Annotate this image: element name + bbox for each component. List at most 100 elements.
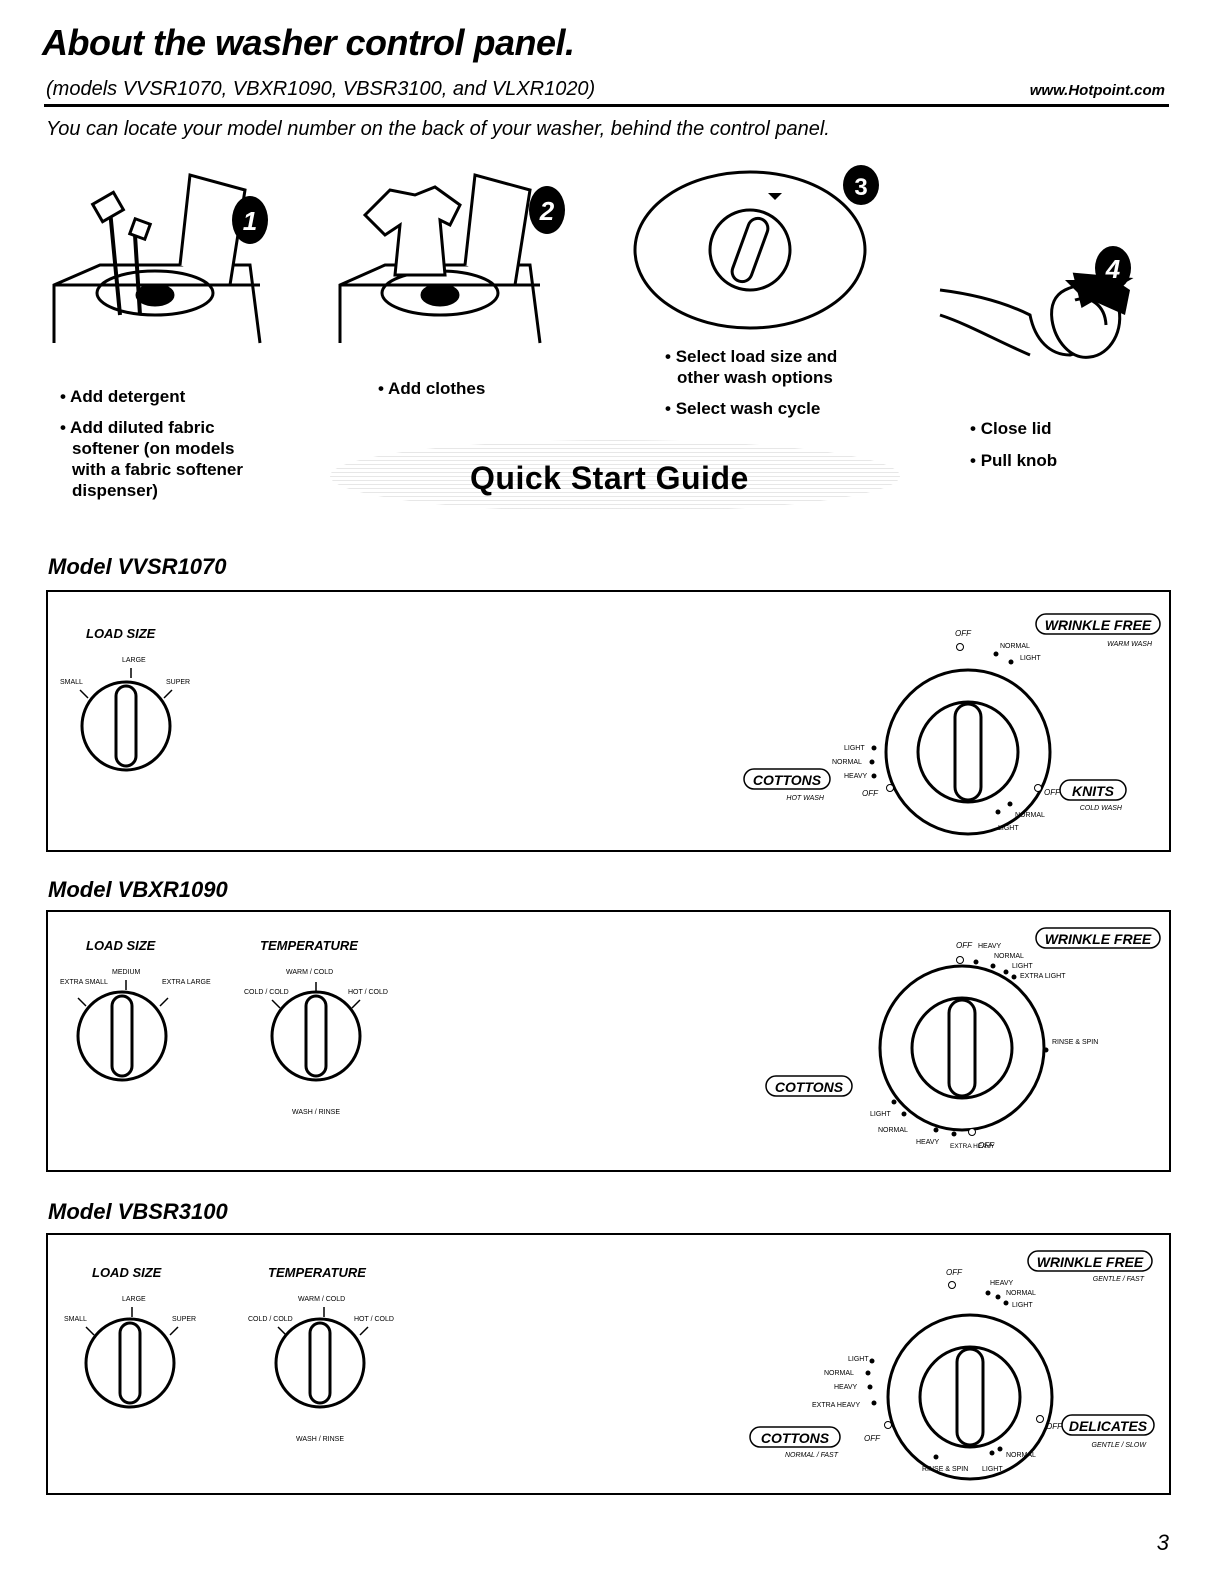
- setting-label: EXTRA LIGHT: [1020, 973, 1066, 980]
- setting-label: NORMAL: [994, 953, 1024, 960]
- off-indicator: [1034, 784, 1042, 792]
- knob-setting-label: SMALL: [64, 1316, 87, 1323]
- setting-label: NORMAL: [878, 1127, 908, 1134]
- off-label: OFF: [1044, 788, 1061, 797]
- setting-label: NORMAL: [1006, 1290, 1036, 1297]
- off-indicator: [948, 1281, 956, 1289]
- setting-dot: [997, 1446, 1003, 1452]
- load-size-knob[interactable]: [76, 980, 169, 1082]
- list-item: • Add clothes: [378, 379, 486, 398]
- setting-label: NORMAL: [1000, 643, 1030, 650]
- list-item: • Pull knob: [970, 451, 1058, 470]
- models-subtitle: (models VVSR1070, VBXR1090, VBSR3100, an…: [46, 78, 596, 100]
- cottons-badge: [743, 768, 831, 790]
- setting-label: LIGHT: [1012, 963, 1033, 970]
- setting-dot: [865, 1370, 871, 1376]
- off-indicator: [1036, 1415, 1044, 1423]
- setting-dot: [871, 745, 877, 751]
- load-size-label: LOAD SIZE: [86, 938, 156, 953]
- setting-label: NORMAL: [832, 759, 862, 766]
- wrinkle-free-badge: [1035, 613, 1161, 635]
- setting-dot: [985, 1290, 991, 1296]
- setting-dot: [1003, 969, 1009, 975]
- wrinkle-free-badge: [1027, 1250, 1153, 1272]
- setting-dot: [933, 1127, 939, 1133]
- off-label: OFF: [956, 941, 973, 950]
- list-item: • Select load size and other wash option…: [665, 347, 838, 387]
- setting-label: NORMAL: [824, 1370, 854, 1377]
- setting-dot: [891, 1099, 897, 1105]
- off-indicator: [884, 1421, 892, 1429]
- off-label: OFF: [978, 1141, 995, 1150]
- knob-setting-label: EXTRA SMALL: [60, 979, 108, 986]
- off-label: OFF: [955, 629, 972, 638]
- setting-label: HEAVY: [834, 1384, 858, 1391]
- knob-setting-label: WASH / RINSE: [292, 1109, 340, 1116]
- temperature-knob[interactable]: [274, 1307, 369, 1409]
- wrinkle-free-label: WRINKLE FREE: [1037, 1254, 1144, 1270]
- setting-label: LIGHT: [870, 1111, 891, 1118]
- svg-text:3: 3: [854, 174, 867, 201]
- load-size-knob[interactable]: [79, 668, 173, 772]
- off-label: OFF: [1046, 1422, 1063, 1431]
- list-item: • Add detergent: [60, 387, 186, 406]
- setting-dot: [1003, 1300, 1009, 1306]
- setting-dot: [869, 759, 875, 765]
- step-4-badge: 4: [1095, 246, 1131, 290]
- cycle-knob[interactable]: [886, 1313, 1054, 1481]
- cottons-label: COTTONS: [775, 1079, 844, 1095]
- temperature-label: TEMPERATURE: [268, 1265, 366, 1280]
- knob-setting-label: HOT / COLD: [348, 989, 388, 996]
- cycle-knob[interactable]: [884, 668, 1052, 836]
- load-size-label: LOAD SIZE: [86, 626, 156, 641]
- step-4-instructions: • Close lid • Pull knob: [970, 418, 1130, 471]
- off-indicator: [956, 643, 964, 651]
- list-item: • Select wash cycle: [665, 399, 821, 418]
- setting-label: RINSE & SPIN: [922, 1466, 968, 1473]
- page-number: 3: [1156, 1530, 1169, 1555]
- setting-dot: [1011, 974, 1017, 980]
- setting-label: EXTRA HEAVY: [812, 1402, 860, 1409]
- setting-label: HEAVY: [844, 773, 868, 780]
- washer-detergent-illustration: [52, 173, 262, 344]
- setting-label: LIGHT: [982, 1466, 1003, 1473]
- load-size-knob[interactable]: [84, 1307, 179, 1409]
- website-link[interactable]: www.Hotpoint.com: [1029, 82, 1165, 99]
- setting-dot: [951, 1131, 957, 1137]
- setting-label: LIGHT: [848, 1356, 869, 1363]
- setting-dot: [993, 651, 999, 657]
- wash-temp-label: HOT WASH: [786, 795, 825, 802]
- knits-badge: [1059, 779, 1127, 801]
- temperature-label: TEMPERATURE: [260, 938, 358, 953]
- setting-dot: [869, 1358, 875, 1364]
- knob-setting-label: SUPER: [166, 679, 190, 686]
- setting-label: EXTRA HEAVY: [950, 1143, 995, 1150]
- step-1-badge: 1: [232, 196, 268, 244]
- setting-dot: [973, 959, 979, 965]
- knob-setting-label: LARGE: [122, 1296, 146, 1303]
- step-2-instructions: • Add clothes: [378, 378, 578, 399]
- setting-label: LIGHT: [844, 745, 865, 752]
- panel-diagram: LOAD SIZE LARGE SMALL SUPER TEMPERATURE …: [64, 1250, 1155, 1481]
- off-label: OFF: [862, 789, 879, 798]
- model-location-note: You can locate your model number on the …: [46, 118, 830, 140]
- cottons-label: COTTONS: [761, 1430, 830, 1446]
- setting-dot: [1008, 659, 1014, 665]
- setting-label: NORMAL: [1006, 1452, 1036, 1459]
- header-rule: [44, 104, 1169, 107]
- quick-start-illustrations: [52, 170, 1134, 359]
- wash-temp-label: COLD WASH: [1080, 805, 1123, 812]
- setting-dot: [867, 1384, 873, 1390]
- model-heading: Model VVSR1070: [48, 554, 227, 579]
- cycle-knob[interactable]: [878, 964, 1046, 1132]
- step-1-instructions: • Add detergent • Add diluted fabric sof…: [60, 386, 260, 501]
- control-panel-vbxr1090: LOAD SIZE MEDIUM EXTRA SMALL EXTRA LARGE…: [46, 910, 1171, 1172]
- setting-label: RINSE & SPIN: [1052, 1039, 1098, 1046]
- setting-dot: [1043, 1047, 1049, 1053]
- control-panel-vvsr1070: LOAD SIZE LARGE SMALL SUPER OFF NORMAL L…: [46, 590, 1171, 852]
- temperature-knob[interactable]: [270, 982, 362, 1082]
- wrinkle-free-badge: [1035, 927, 1161, 949]
- off-indicator: [956, 956, 964, 964]
- knob-setting-label: WARM / COLD: [286, 969, 333, 976]
- knob-setting-label: COLD / COLD: [244, 989, 289, 996]
